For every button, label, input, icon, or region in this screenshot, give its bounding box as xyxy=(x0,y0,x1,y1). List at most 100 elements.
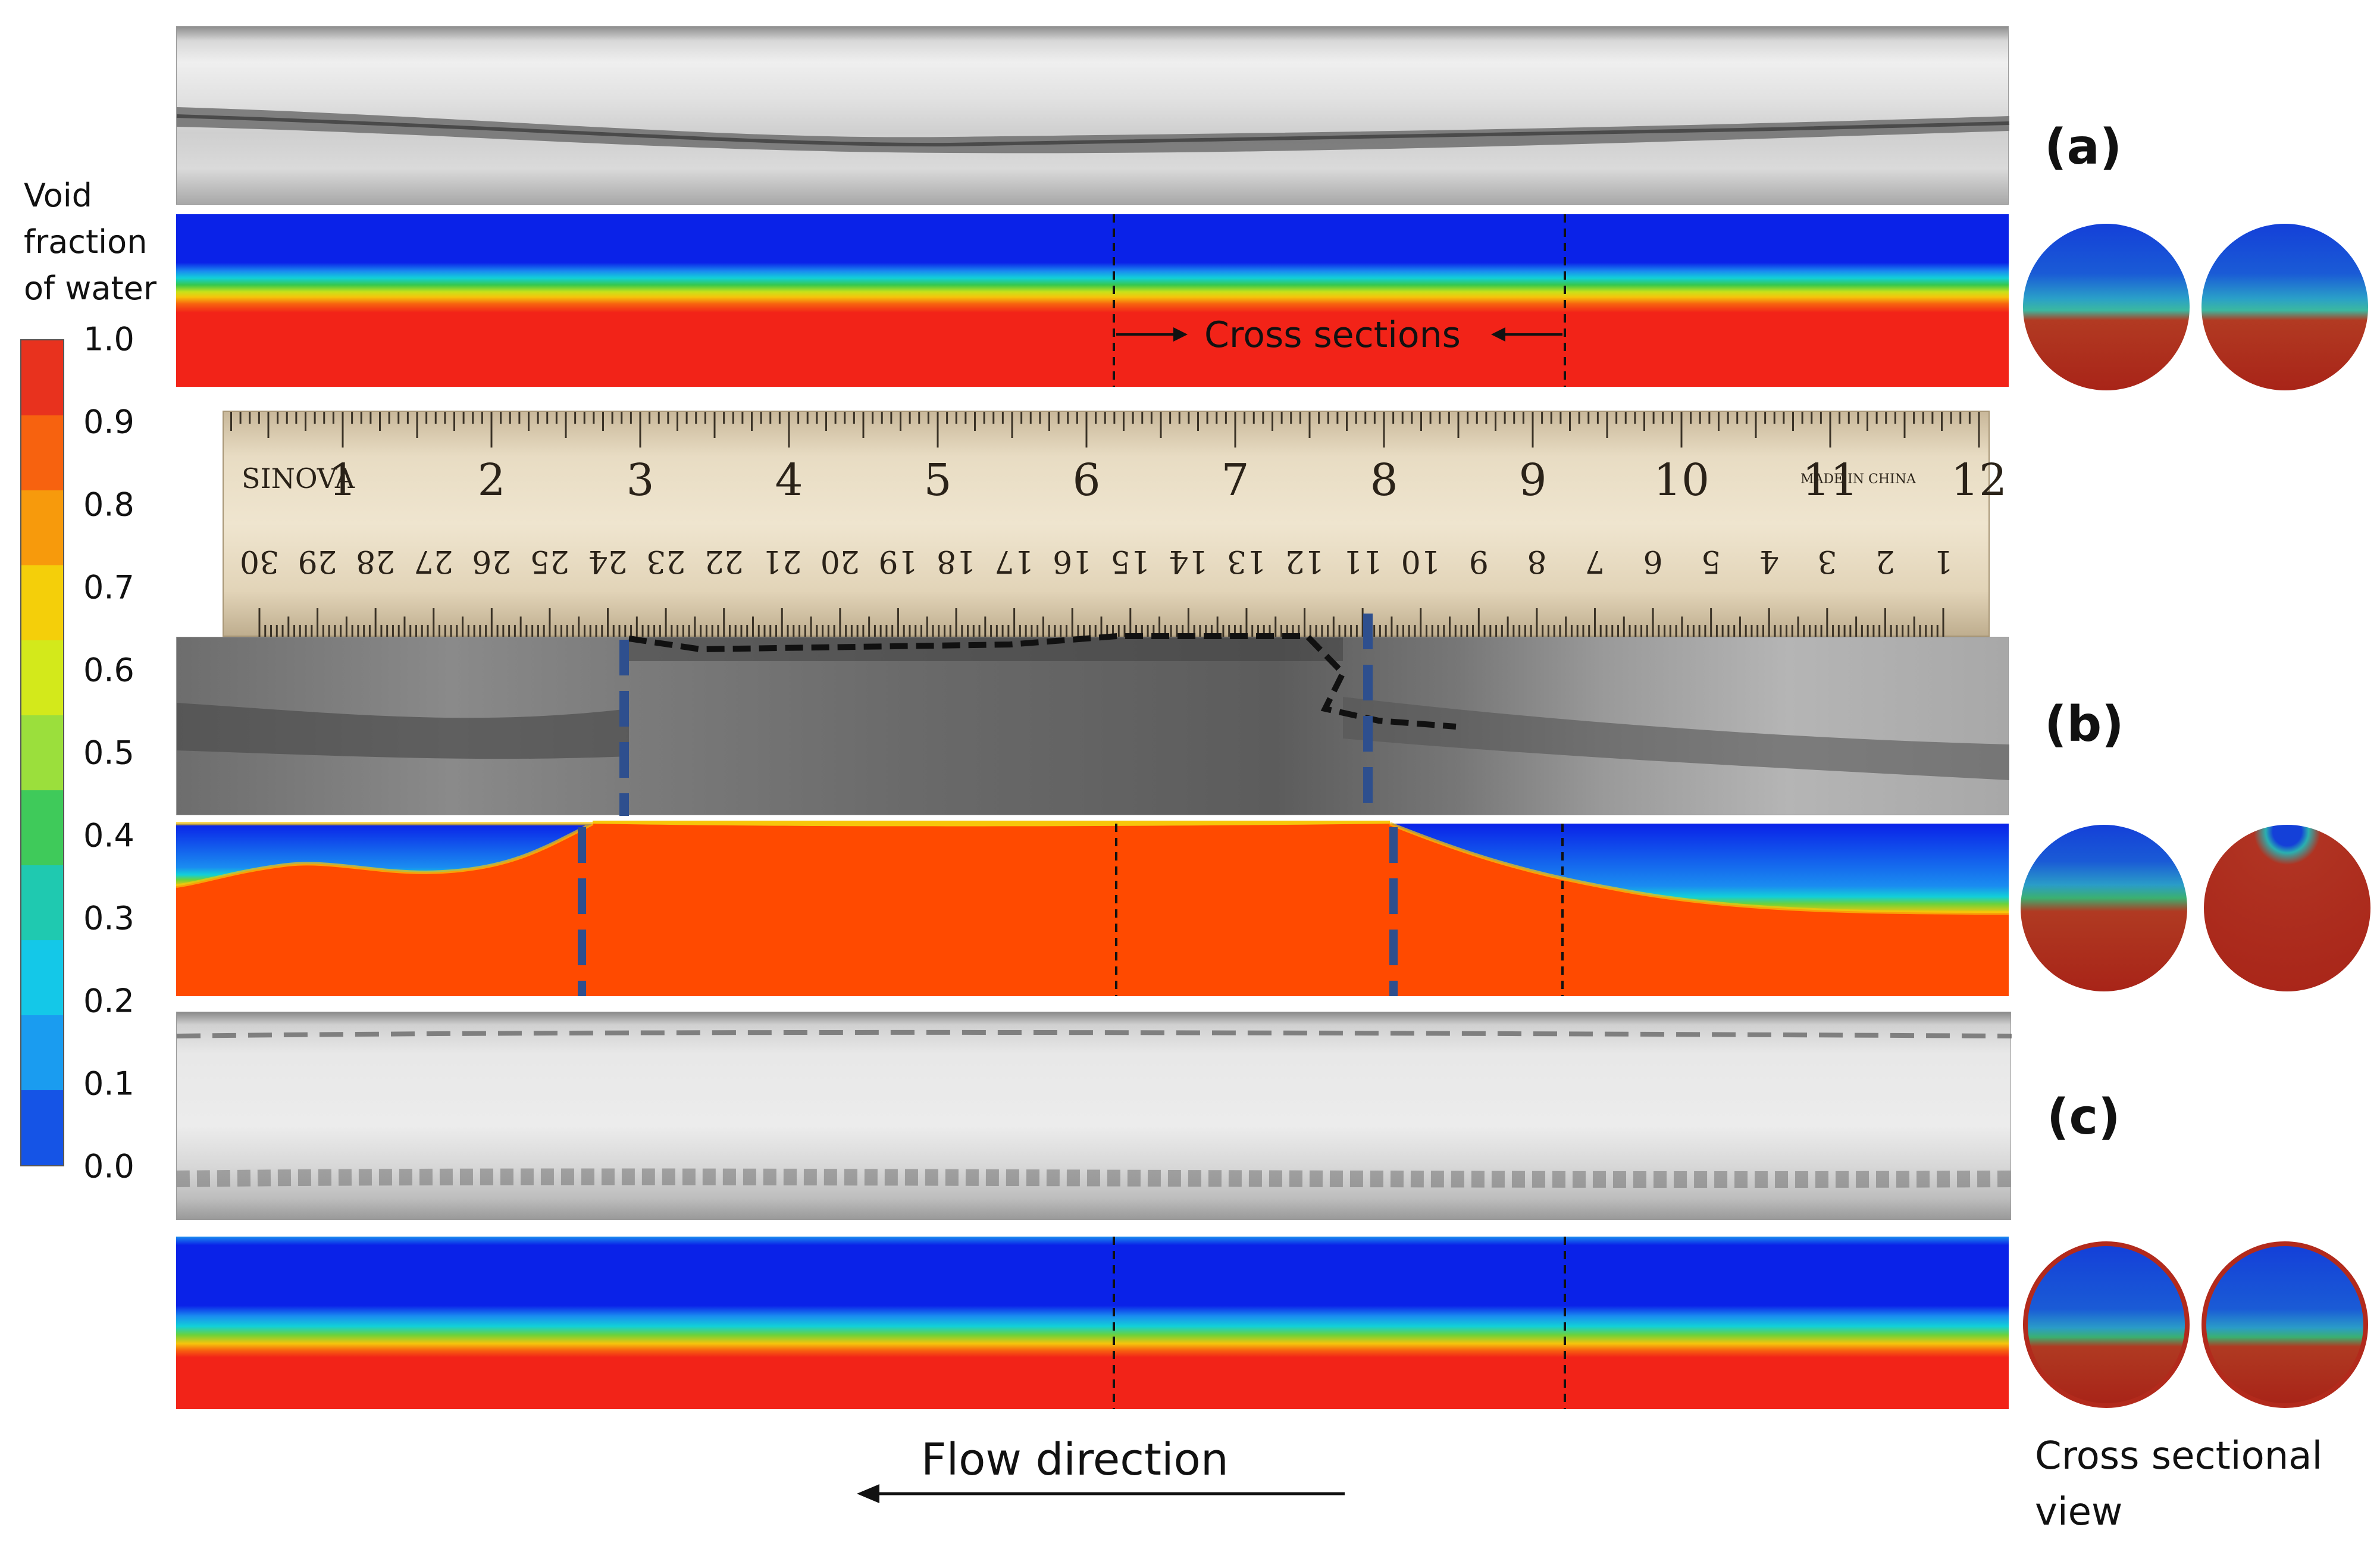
photo-c xyxy=(176,1012,2012,1220)
photo-c-texture xyxy=(176,1030,2012,1188)
ruler-inch-label: 4 xyxy=(775,455,803,506)
ruler-cm-label: 19 xyxy=(878,543,917,579)
flow-direction-arrow xyxy=(857,1484,1345,1503)
ruler-cm-label: 14 xyxy=(1169,543,1208,579)
colorbar-tick-label: 0.5 xyxy=(83,734,134,772)
ruler-cm-label: 22 xyxy=(704,543,744,579)
colorbar-tick-label: 0.9 xyxy=(83,403,134,441)
photo-a-interface xyxy=(176,107,2010,154)
ruler-cm-label: 8 xyxy=(1527,543,1546,579)
ruler-cm-label: 21 xyxy=(762,543,801,579)
ruler-cm-label: 11 xyxy=(1343,543,1382,579)
flow-direction-label: Flow direction xyxy=(921,1434,1229,1485)
cross-section-a-1 xyxy=(2023,224,2190,390)
colorbar-segment xyxy=(21,1090,63,1165)
ruler-cm-label: 28 xyxy=(356,543,395,579)
colorbar-tick-label: 0.0 xyxy=(83,1147,134,1185)
cross-sections-label: Cross sections xyxy=(1204,314,1461,356)
ruler-cm-label: 26 xyxy=(472,543,511,579)
cross-section-b-1 xyxy=(2021,825,2187,991)
ruler-inch-label: 1 xyxy=(328,455,356,506)
cross-section-lines-c xyxy=(1113,1237,1566,1409)
ruler-inch-label: 2 xyxy=(477,455,505,506)
ruler-cm-label: 5 xyxy=(1701,543,1721,579)
ruler-made-in: MADE IN CHINA xyxy=(1800,472,1916,487)
simulation-c xyxy=(176,1237,2009,1409)
ruler-cm-label: 17 xyxy=(995,543,1034,579)
colorbar-title-line-1: Void xyxy=(24,177,93,214)
ruler-cm-label: 30 xyxy=(240,543,279,579)
colorbar-tick-label: 0.3 xyxy=(83,899,134,937)
ruler-inch-label: 11 xyxy=(1802,455,1858,506)
ruler-cm-label: 4 xyxy=(1759,543,1779,579)
colorbar-segment xyxy=(21,565,63,640)
ruler-inch-label: 7 xyxy=(1221,455,1249,506)
colorbar-title-line-3: of water xyxy=(24,270,157,307)
ruler-inch-label: 5 xyxy=(923,455,951,506)
panel-label-c: (c) xyxy=(2047,1089,2121,1146)
simulation-b xyxy=(176,821,2009,996)
colorbar-segment xyxy=(21,340,63,415)
colorbar-tick-label: 1.0 xyxy=(83,320,134,358)
colorbar-tick-label: 0.1 xyxy=(83,1065,134,1103)
ruler-inch-label: 12 xyxy=(1951,455,2007,506)
colorbar-tick-label: 0.8 xyxy=(83,486,134,524)
ruler-inch-label: 10 xyxy=(1654,455,1709,506)
colorbar-tick-label: 0.4 xyxy=(83,816,134,855)
ruler-cm-label: 9 xyxy=(1469,543,1489,579)
ruler-cm-label: 2 xyxy=(1875,543,1895,579)
ruler-cm-label: 16 xyxy=(1053,543,1092,579)
ruler-cm-label: 25 xyxy=(530,543,569,579)
panel-label-b: (b) xyxy=(2044,696,2124,753)
ruler-cm-label: 10 xyxy=(1401,543,1440,579)
panel-label-a: (a) xyxy=(2044,119,2122,176)
photo-b xyxy=(176,614,2009,816)
colorbar-segment xyxy=(21,415,63,490)
ruler-cm-label: 1 xyxy=(1933,543,1953,579)
ruler-inch-label: 8 xyxy=(1370,455,1398,506)
cross-sectional-view-line-2: view xyxy=(2035,1490,2123,1534)
colorbar-title-line-2: fraction xyxy=(24,223,148,261)
cross-section-a-2 xyxy=(2202,224,2368,390)
ruler-cm-label: 24 xyxy=(588,543,627,579)
ruler-inch-label: 3 xyxy=(626,455,654,506)
colorbar-tick-label: 0.2 xyxy=(83,982,134,1020)
ruler-cm-label: 13 xyxy=(1227,543,1266,579)
ruler-inch-label: 9 xyxy=(1518,455,1546,506)
ruler-cm-label: 7 xyxy=(1585,543,1605,579)
colorbar-segment xyxy=(21,865,63,940)
ruler-cm-label: 29 xyxy=(298,543,337,579)
cross-sectional-view-line-1: Cross sectional xyxy=(2035,1434,2323,1478)
photo-b-overlay xyxy=(177,614,2009,816)
colorbar xyxy=(20,339,64,1166)
colorbar-tick-label: 0.7 xyxy=(83,568,134,606)
ruler-cm-label: 18 xyxy=(937,543,976,579)
colorbar-segment xyxy=(21,1015,63,1090)
ruler-cm-label: 20 xyxy=(821,543,860,579)
colorbar-segment xyxy=(21,940,63,1015)
simulation-b-slug xyxy=(176,821,2009,996)
ruler-cm-label: 23 xyxy=(646,543,685,579)
cross-section-b-2 xyxy=(2204,825,2370,991)
cross-section-c-1 xyxy=(2023,1241,2190,1408)
ruler-cm-label: 6 xyxy=(1643,543,1663,579)
ruler-inch-label: 6 xyxy=(1072,455,1100,506)
photo-a xyxy=(176,26,2010,205)
colorbar-segment xyxy=(21,715,63,790)
colorbar-segment xyxy=(21,490,63,565)
ruler-brand: SINOVA xyxy=(242,462,355,495)
cross-section-lines-a xyxy=(1113,214,1566,387)
simulation-a xyxy=(176,214,2009,387)
colorbar-title: Void fraction of water xyxy=(24,173,156,312)
ruler-cm-label: 27 xyxy=(414,543,453,579)
ruler-cm-label: 12 xyxy=(1285,543,1324,579)
colorbar-segment xyxy=(21,640,63,715)
cross-sectional-view-caption: Cross sectional view xyxy=(2035,1428,2322,1540)
ruler-cm-label: 3 xyxy=(1817,543,1837,579)
colorbar-segment xyxy=(21,790,63,865)
colorbar-tick-label: 0.6 xyxy=(83,651,134,689)
ruler-cm-label: 15 xyxy=(1111,543,1150,579)
cross-section-c-2 xyxy=(2202,1241,2368,1408)
